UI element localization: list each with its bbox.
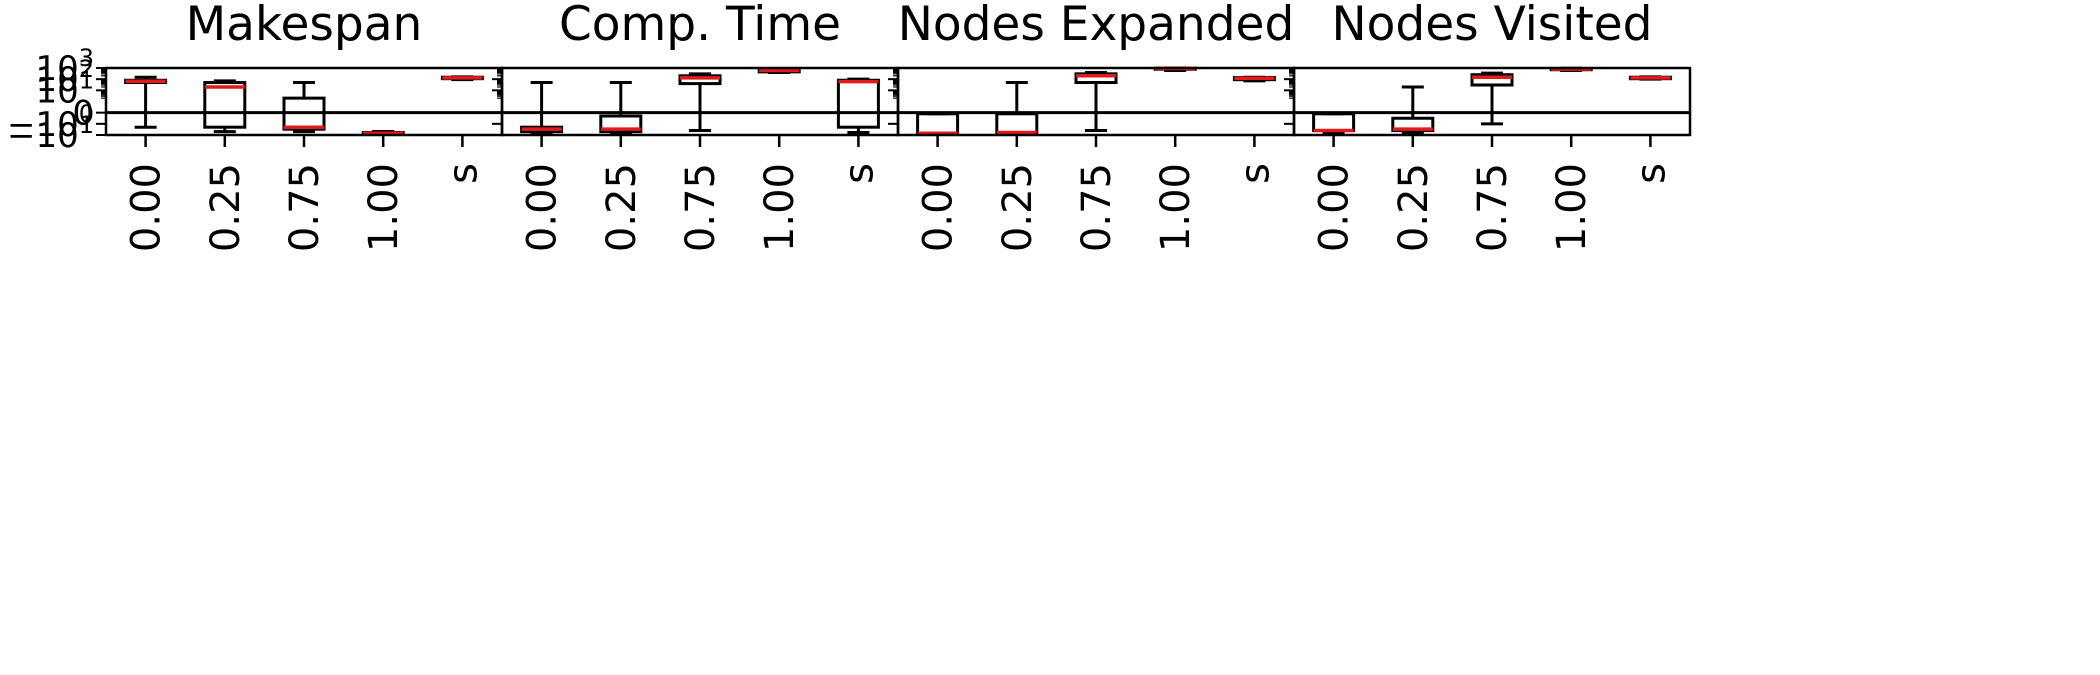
box-0.75 [678,72,722,133]
x-tick-label: 0.00 [520,163,566,252]
panel-title: Comp. Time [559,0,841,52]
x-tick-label: 0.00 [1312,163,1358,252]
box-0.00 [124,75,168,129]
x-tick-label: s [836,163,882,184]
x-tick-label: 0.75 [1470,163,1516,252]
x-tick-label: 1.00 [361,163,407,252]
y-tick-label: −100 [7,100,94,145]
x-tick-label: s [440,163,486,184]
box-s [1232,75,1276,83]
box-body [678,74,722,86]
box-0.25 [599,81,643,135]
panel-title: Nodes Expanded [898,0,1295,52]
box-body [599,114,643,134]
x-tick-label: 1.00 [1549,163,1595,252]
x-tick-label: 1.00 [1153,163,1199,252]
x-tick-label: 1.00 [757,163,803,252]
y-tick-label: 0 [72,94,94,134]
box-0.25 [203,79,247,134]
panel-3: Nodes Visited 0.00 0.25 0.75 1.00 s [1284,0,1692,252]
box-0.75 [1074,70,1118,133]
y-tick-label: 101 [35,66,94,111]
box-0.75 [1470,71,1514,126]
x-tick-label: 0.00 [124,163,170,252]
box-body [1074,72,1118,85]
x-tick-label: 0.75 [282,163,328,252]
x-tick-label: 0.25 [995,163,1041,252]
box-body [1470,73,1514,87]
panel-2: Nodes Expanded 0.00 0.25 0.75 1.00 s [888,0,1296,252]
x-tick-label: 0.75 [1074,163,1120,252]
box-1.00 [361,130,405,136]
panel-title: Nodes Visited [1332,0,1653,52]
x-tick-label: 0.25 [203,163,249,252]
box-body [916,112,960,135]
box-0.75 [282,81,326,134]
y-tick-label: 102 [35,55,94,100]
x-tick-label: s [1628,163,1674,184]
box-body [282,96,326,131]
box-s [1628,75,1672,81]
x-tick-label: s [1232,163,1278,184]
y-tick-label: 103 [35,44,94,89]
box-0.25 [1391,85,1435,135]
y-tick-label: −101 [7,111,94,156]
box-0.00 [1312,112,1356,135]
x-tick-label: 0.25 [1391,163,1437,252]
box-s [440,75,484,82]
box-body [203,81,247,129]
box-body [995,112,1039,135]
box-0.00 [916,112,960,136]
x-tick-label: 0.25 [599,163,645,252]
panel-1: Comp. Time 0.00 0.25 0.75 1.00 s [492,0,900,252]
box-s [836,77,880,135]
panel-title: Makespan [186,0,423,52]
panel-0: Makespan 0.00 0.25 0.75 1.00 s [96,0,504,252]
box-body [836,78,880,129]
box-body [1312,112,1356,133]
x-tick-label: 0.00 [916,163,962,252]
box-0.00 [520,81,564,136]
x-tick-label: 0.75 [678,163,724,252]
box-0.25 [995,81,1039,135]
